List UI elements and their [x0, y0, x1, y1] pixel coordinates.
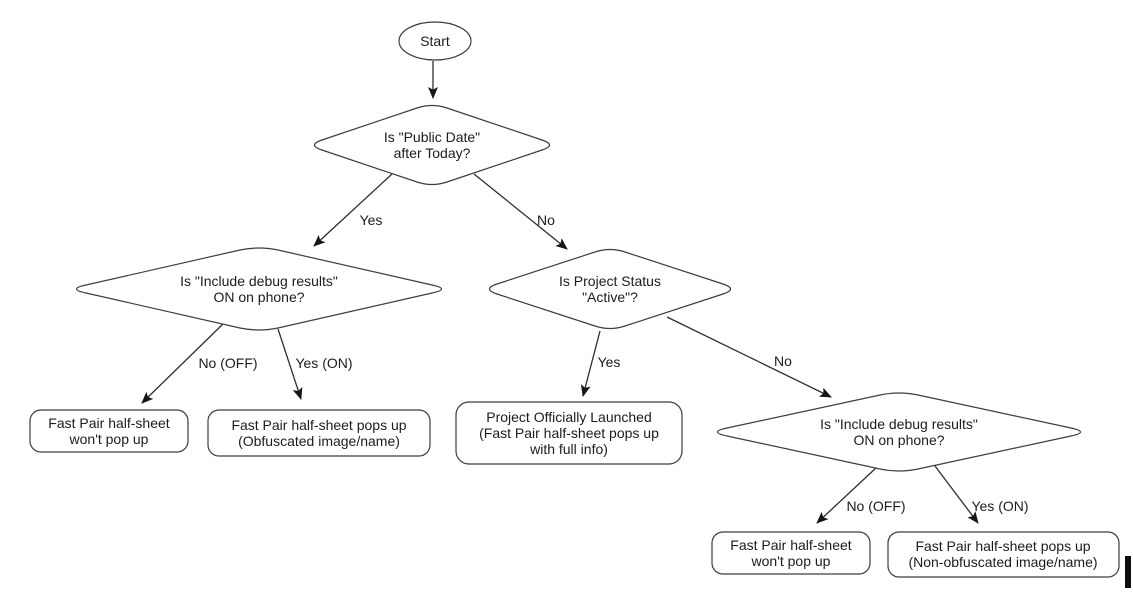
- edge-debug-left-yes-on: [277, 328, 303, 400]
- outcome-wont-pop-up-left-line1: Fast Pair half-sheet: [48, 415, 169, 431]
- decision-public-date-line1: Is "Public Date": [384, 129, 480, 145]
- connectors: [141, 61, 979, 524]
- outcome-wont-pop-up-right-line2: won't pop up: [751, 553, 831, 569]
- start-label: Start: [420, 33, 450, 49]
- node-decision-project-status: Is Project Status "Active"?: [488, 248, 732, 330]
- edge-label-yes-on-left: Yes (ON): [295, 355, 352, 371]
- box-wont-pop-up-left: [29, 409, 189, 453]
- diamond-public-date: [313, 104, 551, 186]
- edge-label-no-off-right: No (OFF): [846, 498, 905, 514]
- edge-project-status-yes: [580, 330, 601, 397]
- decision-project-status-line2: "Active"?: [582, 289, 638, 305]
- box-wont-pop-up-right: [711, 531, 871, 575]
- outcome-obfuscated-line2: (Obfuscated image/name): [238, 433, 400, 449]
- edge-debug-left-no-off: [141, 322, 225, 404]
- edge-label-no-off-left: No (OFF): [198, 355, 257, 371]
- edge-public-date-no: [473, 173, 568, 250]
- text-cursor-artifact: [1125, 556, 1131, 588]
- node-start: Start: [398, 21, 472, 61]
- box-obfuscated-popup: [207, 409, 431, 457]
- edge-public-date-yes: [313, 173, 393, 247]
- node-outcome-non-obfuscated-popup: Fast Pair half-sheet pops up (Non-obfusc…: [887, 531, 1120, 578]
- decision-public-date-line2: after Today?: [394, 145, 471, 161]
- decision-debug-left-line2: ON on phone?: [213, 289, 304, 305]
- edge-label-no-right: No: [537, 212, 555, 228]
- diamond-project-status: [488, 248, 732, 330]
- edge-debug-right-no-off: [816, 466, 878, 524]
- outcome-launched-line2: (Fast Pair half-sheet pops up: [479, 425, 659, 441]
- outcome-launched-line1: Project Officially Launched: [486, 409, 652, 425]
- outcome-non-obfuscated-line2: (Non-obfuscated image/name): [908, 554, 1097, 570]
- node-outcome-wont-pop-up-right: Fast Pair half-sheet won't pop up: [711, 531, 871, 575]
- outcome-non-obfuscated-line1: Fast Pair half-sheet pops up: [915, 538, 1090, 554]
- box-non-obfuscated-popup: [887, 531, 1120, 578]
- box-officially-launched: [455, 401, 683, 465]
- edge-debug-right-yes-on: [934, 465, 979, 524]
- node-outcome-wont-pop-up-left: Fast Pair half-sheet won't pop up: [29, 409, 189, 453]
- edge-label-yes-on-right: Yes (ON): [971, 498, 1028, 514]
- node-outcome-obfuscated-popup: Fast Pair half-sheet pops up (Obfuscated…: [207, 409, 431, 457]
- node-decision-public-date: Is "Public Date" after Today?: [313, 104, 551, 186]
- decision-project-status-line1: Is Project Status: [559, 273, 661, 289]
- connector-labels: Yes No No (OFF) Yes (ON) Yes No No (OFF)…: [198, 212, 1028, 514]
- decision-debug-left-line1: Is "Include debug results": [180, 273, 338, 289]
- outcome-wont-pop-up-right-line1: Fast Pair half-sheet: [730, 537, 851, 553]
- outcome-wont-pop-up-left-line2: won't pop up: [69, 431, 149, 447]
- decision-debug-right-line2: ON on phone?: [853, 432, 944, 448]
- outcome-obfuscated-line1: Fast Pair half-sheet pops up: [231, 417, 406, 433]
- edge-label-no-far-right: No: [774, 353, 792, 369]
- start-ellipse: [398, 21, 472, 61]
- edge-label-yes-middle: Yes: [598, 354, 621, 370]
- diamond-debug-left: [75, 247, 443, 331]
- edge-project-status-no: [666, 316, 832, 398]
- edge-label-yes-left: Yes: [360, 212, 383, 228]
- outcome-launched-line3: with full info): [529, 441, 608, 457]
- diamond-debug-right: [716, 392, 1082, 472]
- node-outcome-officially-launched: Project Officially Launched (Fast Pair h…: [455, 401, 683, 465]
- decision-debug-right-line1: Is "Include debug results": [820, 416, 978, 432]
- node-decision-debug-right: Is "Include debug results" ON on phone?: [716, 392, 1082, 472]
- node-decision-debug-left: Is "Include debug results" ON on phone?: [75, 247, 443, 331]
